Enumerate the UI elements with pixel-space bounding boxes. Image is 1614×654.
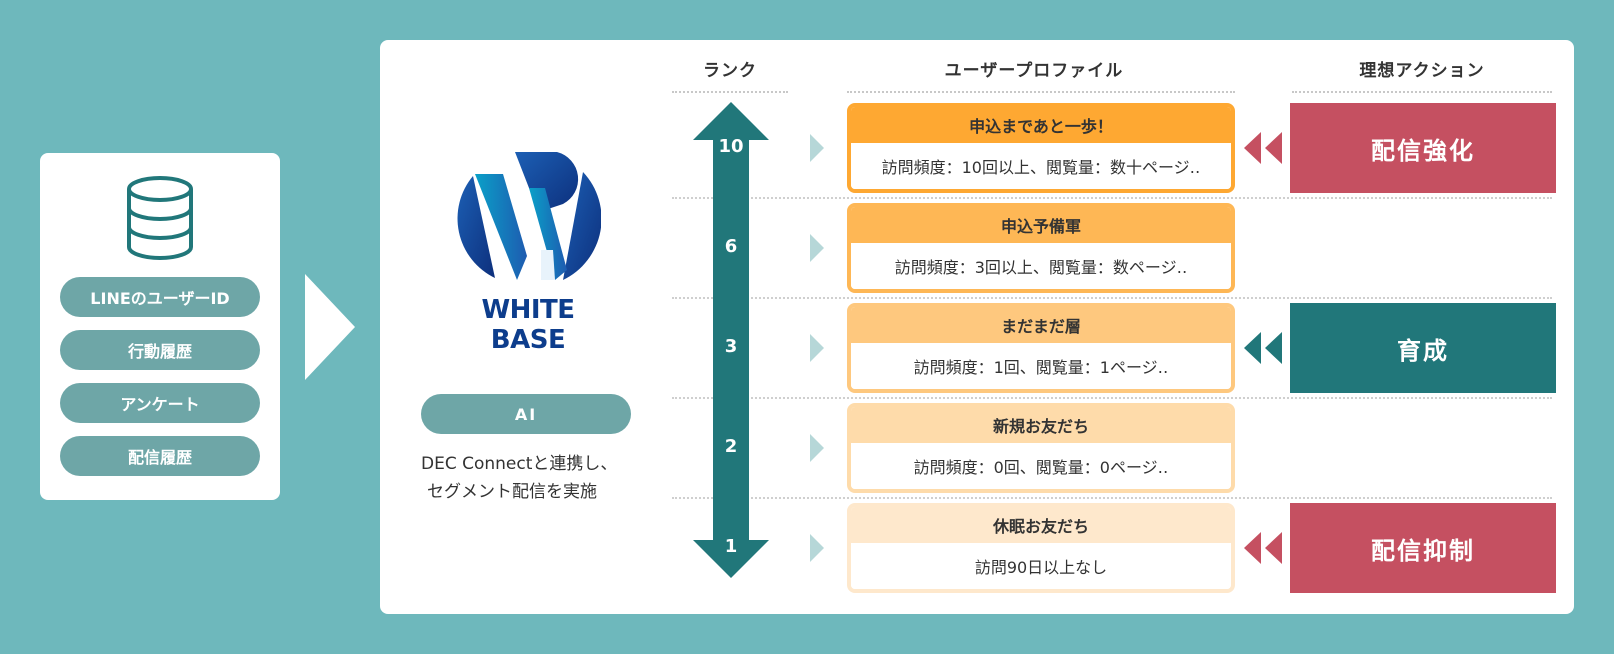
- profile-title: まだまだ層: [851, 307, 1231, 343]
- description-line-2: セグメント配信を実施: [427, 482, 597, 502]
- data-source-card: LINEのユーザーID 行動履歴 アンケート 配信履歴: [40, 153, 280, 500]
- chevron-right-icon: [810, 434, 824, 462]
- profile-title: 休眠お友だち: [851, 507, 1231, 543]
- description-line-1: DEC Connectと連携し、: [421, 454, 618, 474]
- double-chevron-left-icon: [1244, 532, 1282, 564]
- double-chevron-left-icon: [1244, 332, 1282, 364]
- chevron-right-icon: [810, 134, 824, 162]
- white-base-logo: [457, 152, 601, 280]
- double-chevron-left-icon: [1244, 132, 1282, 164]
- row-divider: [672, 297, 1552, 299]
- database-icon: [127, 176, 193, 260]
- rank-value: 1: [724, 536, 738, 557]
- header-divider: [672, 91, 788, 93]
- header-divider: [847, 91, 1235, 93]
- source-item-line-user-id: LINEのユーザーID: [60, 277, 260, 317]
- profile-header: ユーザープロファイル: [944, 61, 1124, 81]
- profile-card-rank-1: 休眠お友だち 訪問90日以上なし: [847, 503, 1235, 593]
- rank-value: 6: [724, 236, 738, 257]
- header-divider: [1292, 91, 1552, 93]
- action-nurture: 育成: [1290, 303, 1556, 393]
- profile-detail: 訪問頻度：3回以上、閲覧量：数ページ‥: [851, 243, 1231, 289]
- profile-detail: 訪問頻度：1回、閲覧量：1ページ‥: [851, 343, 1231, 389]
- action-boost-delivery: 配信強化: [1290, 103, 1556, 193]
- rank-scale-arrow-icon: [693, 102, 769, 578]
- profile-detail: 訪問頻度：0回、閲覧量：0ページ‥: [851, 443, 1231, 489]
- profile-card-rank-2: 新規お友だち 訪問頻度：0回、閲覧量：0ページ‥: [847, 403, 1235, 493]
- action-suppress-delivery: 配信抑制: [1290, 503, 1556, 593]
- profile-title: 新規お友だち: [851, 407, 1231, 443]
- source-item-survey: アンケート: [60, 383, 260, 423]
- logo-wordmark: WHITE BASE: [440, 295, 616, 355]
- profile-card-rank-10: 申込まであと一歩！ 訪問頻度：10回以上、閲覧量：数十ページ‥: [847, 103, 1235, 193]
- rank-value: 2: [724, 436, 738, 457]
- engine-description: DEC Connectと連携し、 セグメント配信を実施: [421, 450, 661, 506]
- rank-value: 10: [718, 136, 744, 157]
- ai-badge: AI: [421, 394, 631, 434]
- profile-detail: 訪問90日以上なし: [851, 543, 1231, 589]
- source-item-behavior-history: 行動履歴: [60, 330, 260, 370]
- row-divider: [672, 197, 1552, 199]
- profile-title: 申込予備軍: [851, 207, 1231, 243]
- profile-title: 申込まであと一歩！: [851, 107, 1231, 143]
- segment-panel: WHITE BASE AI DEC Connectと連携し、 セグメント配信を実…: [380, 40, 1574, 614]
- rank-header: ランク: [703, 61, 757, 81]
- profile-card-rank-3: まだまだ層 訪問頻度：1回、閲覧量：1ページ‥: [847, 303, 1235, 393]
- profile-detail: 訪問頻度：10回以上、閲覧量：数十ページ‥: [851, 143, 1231, 189]
- rank-value: 3: [724, 336, 738, 357]
- logo-line-1: WHITE: [481, 295, 575, 325]
- profile-card-rank-6: 申込予備軍 訪問頻度：3回以上、閲覧量：数ページ‥: [847, 203, 1235, 293]
- flow-arrow-icon: [305, 274, 355, 380]
- row-divider: [672, 397, 1552, 399]
- source-item-delivery-history: 配信履歴: [60, 436, 260, 476]
- row-divider: [672, 497, 1552, 499]
- chevron-right-icon: [810, 334, 824, 362]
- logo-line-2: BASE: [490, 325, 566, 355]
- action-header: 理想アクション: [1359, 61, 1485, 81]
- chevron-right-icon: [810, 534, 824, 562]
- chevron-right-icon: [810, 234, 824, 262]
